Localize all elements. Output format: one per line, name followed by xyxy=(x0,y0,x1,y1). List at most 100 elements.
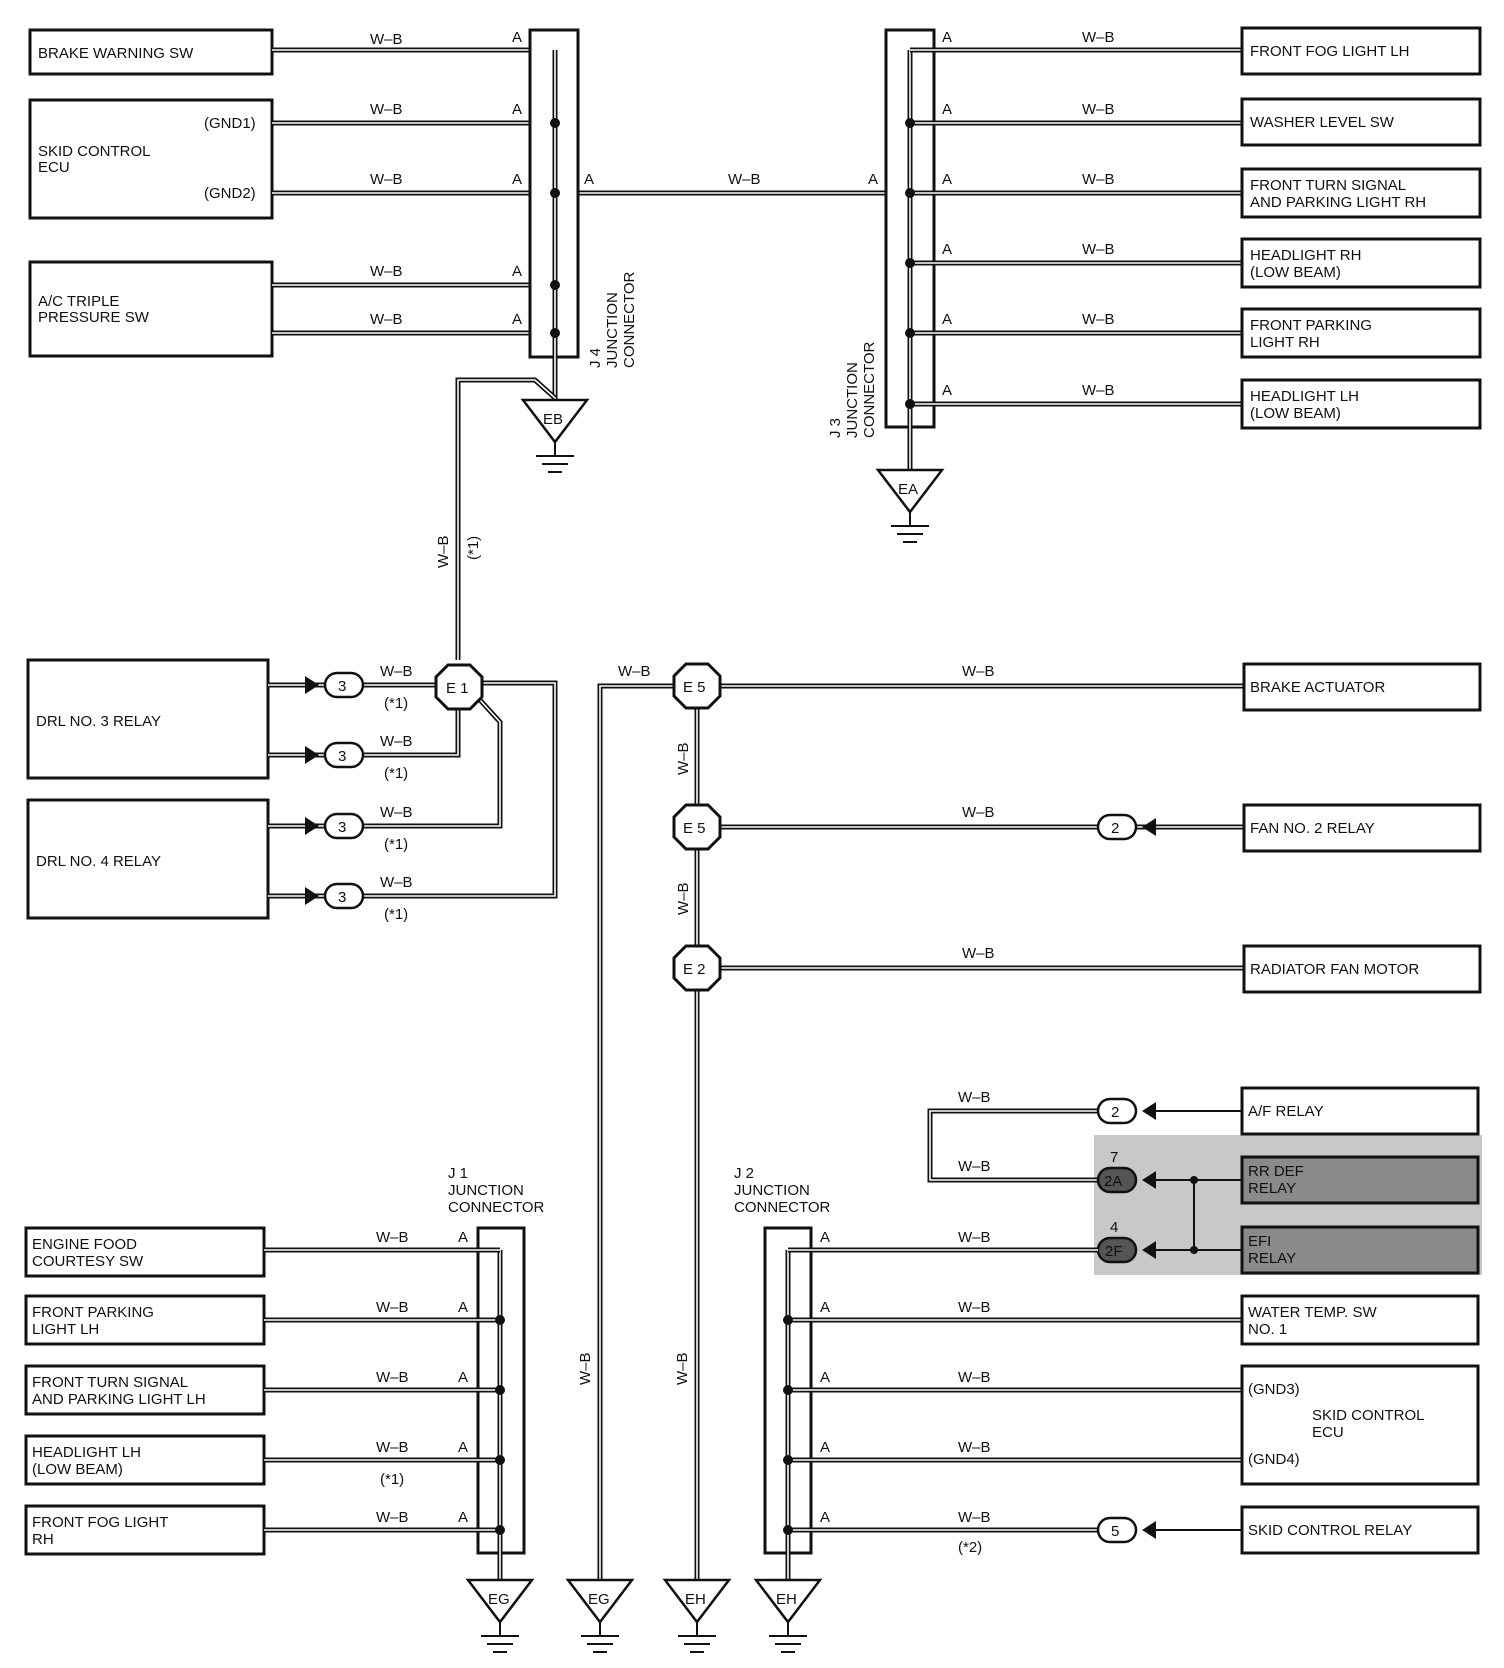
j1-label-line2: JUNCTION xyxy=(448,1182,524,1199)
skid-control-ecu-top: SKID CONTROL ECU (GND1) (GND2) xyxy=(28,98,274,220)
water-temp-line1: WATER TEMP. SW xyxy=(1248,1304,1377,1321)
wire-label: W–B xyxy=(1082,171,1115,188)
ground-label: EG xyxy=(588,1591,610,1608)
skid-control-relay: SKID CONTROL RELAY xyxy=(1240,1505,1480,1555)
rr-def-line2: RELAY xyxy=(1248,1180,1296,1197)
skid-ecu-top-line1: SKID CONTROL xyxy=(38,143,151,160)
drl-no3-relay: DRL NO. 3 RELAY xyxy=(26,658,270,780)
ground-ea: EA xyxy=(875,468,945,543)
j2-label-line1: J 2 xyxy=(734,1165,754,1182)
connector-pin: 3 xyxy=(338,678,346,695)
splice-e2: E 2 xyxy=(672,944,722,992)
rr-def-relay: RR DEF RELAY xyxy=(1240,1155,1480,1205)
skid-ecu-bottom-line1: SKID CONTROL xyxy=(1312,1407,1425,1424)
headlight-lh-top-line1: HEADLIGHT LH xyxy=(1250,388,1359,405)
ac-triple-line1: A/C TRIPLE xyxy=(38,293,119,310)
note-1: (*1) xyxy=(380,1471,404,1488)
ground-eb-label: EB xyxy=(543,411,563,428)
j1-label: J 1 JUNCTION CONNECTOR xyxy=(448,1165,545,1216)
drl3-label: DRL NO. 3 RELAY xyxy=(36,713,161,730)
front-fog-rh-line2: RH xyxy=(32,1531,54,1548)
connector-pin: 3 xyxy=(338,819,346,836)
wire-label: W–B xyxy=(958,1229,991,1246)
connector-3: 3 xyxy=(305,812,365,840)
headlight-rh-line2: (LOW BEAM) xyxy=(1250,264,1341,281)
gnd4-label: (GND4) xyxy=(1248,1451,1300,1468)
front-parking-lh-line1: FRONT PARKING xyxy=(32,1304,154,1321)
note-2: (*2) xyxy=(958,1539,982,1556)
pin-a: A xyxy=(512,29,522,46)
brake-actuator-label: BRAKE ACTUATOR xyxy=(1250,679,1385,696)
splice-e2-label: E 2 xyxy=(683,961,706,978)
wire-label: W–B xyxy=(1082,382,1115,399)
ground-label: EH xyxy=(776,1591,797,1608)
headlight-lh-bottom-line2: (LOW BEAM) xyxy=(32,1461,123,1478)
note-1: (*1) xyxy=(384,765,408,782)
splice-e1-label: E 1 xyxy=(446,680,469,697)
drl-wires xyxy=(268,680,558,899)
wire-label: W–B xyxy=(376,1439,409,1456)
splice-e5-label: E 5 xyxy=(683,679,706,696)
front-turn-lh-line1: FRONT TURN SIGNAL xyxy=(32,1374,188,1391)
wire-label: W–B xyxy=(1082,241,1115,258)
connector-2a: 2A 7 xyxy=(1096,1149,1156,1194)
front-parking-lh-line2: LIGHT LH xyxy=(32,1321,99,1338)
pin-a: A xyxy=(820,1369,830,1386)
af-relay: A/F RELAY xyxy=(1240,1086,1480,1136)
wire-label: W–B xyxy=(376,1229,409,1246)
drl-no4-relay: DRL NO. 4 RELAY xyxy=(26,798,270,920)
pin-a: A xyxy=(942,29,952,46)
wire-label: W–B xyxy=(962,945,995,962)
front-parking-light-rh: FRONT PARKING LIGHT RH xyxy=(1240,307,1482,359)
pin-a: A xyxy=(820,1439,830,1456)
front-turn-signal-rh: FRONT TURN SIGNAL AND PARKING LIGHT RH xyxy=(1240,167,1482,219)
front-parking-rh-line2: LIGHT RH xyxy=(1250,334,1320,351)
splice-e5-mid: E 5 xyxy=(672,803,722,851)
pin-a: A xyxy=(458,1439,468,1456)
radiator-fan-motor: RADIATOR FAN MOTOR xyxy=(1242,944,1482,994)
wire-label: W–B xyxy=(380,804,413,821)
pin-a: A xyxy=(512,311,522,328)
connector-5: 5 xyxy=(1096,1516,1156,1544)
note-1: (*1) xyxy=(384,836,408,853)
brake-warning-sw-label: BRAKE WARNING SW xyxy=(38,45,194,62)
wire-label: W–B xyxy=(370,31,403,48)
wire-label: W–B xyxy=(380,874,413,891)
wire-label: W–B xyxy=(958,1509,991,1526)
fan-no2-relay: FAN NO. 2 RELAY xyxy=(1242,803,1482,853)
j4-label-line1: J 4 xyxy=(587,348,604,368)
headlight-rh: HEADLIGHT RH (LOW BEAM) xyxy=(1240,237,1482,289)
front-parking-rh-line1: FRONT PARKING xyxy=(1250,317,1372,334)
j4-label-line2: JUNCTION xyxy=(604,292,621,368)
j4-label-line3: CONNECTOR xyxy=(621,271,638,368)
j2-wires xyxy=(788,1247,1242,1533)
pin-a: A xyxy=(942,241,952,258)
pin-a: A xyxy=(820,1299,830,1316)
fan2-label: FAN NO. 2 RELAY xyxy=(1250,820,1375,837)
headlight-lh-top: HEADLIGHT LH (LOW BEAM) xyxy=(1240,378,1482,430)
water-temp-line2: NO. 1 xyxy=(1248,1321,1287,1338)
efi-relay: EFI RELAY xyxy=(1240,1225,1480,1275)
j1-wires xyxy=(264,1247,500,1533)
wire-label: W–B xyxy=(376,1369,409,1386)
wire-label: W–B xyxy=(962,663,995,680)
pin-a: A xyxy=(868,171,878,188)
connector-pin: 2A xyxy=(1104,1173,1122,1190)
front-fog-light-rh: FRONT FOG LIGHT RH xyxy=(24,1504,266,1556)
connector-pin: 2 xyxy=(1111,820,1119,837)
wire-label: W–B xyxy=(958,1158,991,1175)
af-relay-label: A/F RELAY xyxy=(1248,1103,1324,1120)
wire-label: W–B xyxy=(618,663,651,680)
gnd2-label: (GND2) xyxy=(204,185,256,202)
front-turn-rh-line2: AND PARKING LIGHT RH xyxy=(1250,194,1426,211)
headlight-rh-line1: HEADLIGHT RH xyxy=(1250,247,1361,264)
splice-e5-label: E 5 xyxy=(683,820,706,837)
efi-line2: RELAY xyxy=(1248,1250,1296,1267)
pin-a: A xyxy=(584,171,594,188)
ac-triple-line2: PRESSURE SW xyxy=(38,309,150,326)
skid-control-ecu-bottom: (GND3) SKID CONTROL ECU (GND4) xyxy=(1240,1364,1480,1486)
wire-label: W–B xyxy=(1082,29,1115,46)
wire-label: W–B xyxy=(1082,101,1115,118)
connector-3: 3 xyxy=(305,882,365,910)
j3-label-line2: JUNCTION xyxy=(844,362,861,438)
